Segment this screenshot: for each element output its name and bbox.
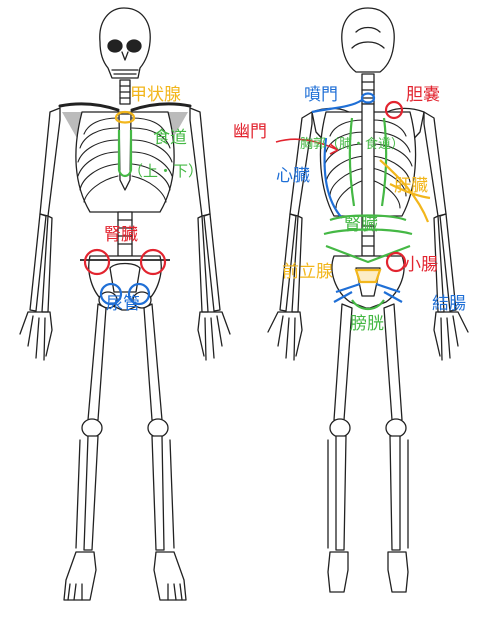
small-intestine-marker xyxy=(385,251,407,273)
label-mediastinum: 胸郭（肺・食道） xyxy=(300,137,405,152)
cardia-marker xyxy=(360,92,376,104)
label-small-intestine: 小腸 xyxy=(404,255,438,275)
label-ureter: 尿管 xyxy=(106,294,140,314)
label-cardia: 噴門 xyxy=(304,85,338,105)
kidney-back-marker xyxy=(329,214,407,222)
label-pylorus: 幽門 xyxy=(233,122,267,142)
cardia-line xyxy=(311,99,363,114)
label-prostate: 前立腺 xyxy=(282,262,333,282)
back-foot-right xyxy=(387,551,409,593)
liver-curve xyxy=(379,159,430,223)
kidney-back-marker-2 xyxy=(323,228,413,236)
bladder-marker xyxy=(351,299,385,311)
front-foot-left xyxy=(63,551,97,601)
gallbladder-marker xyxy=(384,100,404,120)
front-hand-left xyxy=(19,311,53,361)
label-gallbladder: 胆嚢 xyxy=(406,85,440,105)
pylorus-arrow xyxy=(275,138,339,151)
ureter-right-marker xyxy=(127,282,151,306)
large-intestine-marker xyxy=(335,282,401,294)
back-hand-left xyxy=(267,311,303,361)
front-hand-right xyxy=(197,311,231,361)
label-kidney-front: 腎臓 xyxy=(104,225,138,245)
front-foot-right xyxy=(153,551,187,601)
label-bladder: 膀胱 xyxy=(350,314,384,334)
ureter-left-marker xyxy=(99,282,123,306)
back-hand-right xyxy=(433,311,469,361)
label-liver: 肝臓 xyxy=(394,176,428,196)
label-thyroid: 甲状腺 xyxy=(130,85,181,105)
back-skull xyxy=(341,7,395,73)
thyroid-marker xyxy=(114,110,136,124)
label-esophagus: 食道 xyxy=(153,128,187,148)
large-intestine-marker-2 xyxy=(333,291,403,303)
front-markings xyxy=(80,110,170,306)
prostate-marker xyxy=(354,268,382,284)
label-esophagus-sub: （上・下） xyxy=(128,162,204,180)
back-skeleton xyxy=(267,7,469,593)
heart-marker xyxy=(323,137,343,219)
back-foot-left xyxy=(327,551,349,593)
front-clavicle xyxy=(58,102,120,112)
front-skeleton xyxy=(19,7,231,601)
esophagus-marker xyxy=(117,130,133,178)
back-markings xyxy=(275,92,431,311)
label-large-intestine: 結腸 xyxy=(432,294,466,314)
label-kidney-back: 腎臓 xyxy=(344,215,378,235)
liver-marker xyxy=(389,183,431,200)
front-femur-left xyxy=(87,303,107,421)
kidney-back-v xyxy=(325,244,411,264)
label-heart: 心臓 xyxy=(276,166,310,186)
kidney-right-marker xyxy=(139,248,167,276)
kidney-left-marker xyxy=(83,248,111,276)
front-skull xyxy=(99,7,151,79)
